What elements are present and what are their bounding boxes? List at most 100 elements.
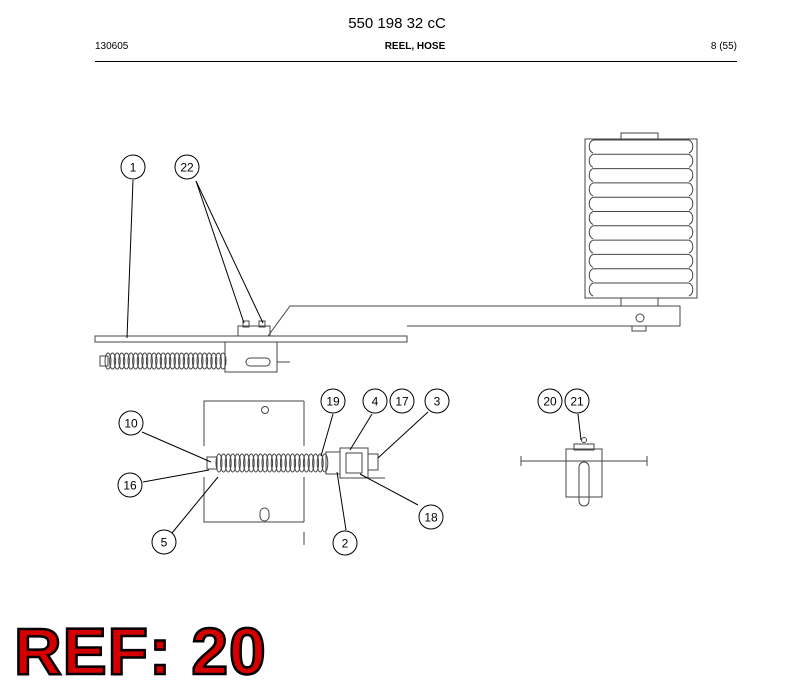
callout-circle — [564, 388, 590, 414]
side-bracket-top — [573, 443, 595, 451]
bracket-slot — [245, 357, 271, 367]
spring-coil — [229, 453, 237, 473]
callout-circle — [120, 154, 146, 180]
spring-coil — [141, 352, 149, 370]
spring-coil — [150, 352, 158, 370]
reference-label: REF: 20 — [13, 614, 267, 688]
spring-top — [99, 352, 227, 370]
side-roller — [578, 461, 590, 507]
spring-coil — [220, 453, 228, 473]
side-bolt — [581, 437, 587, 443]
callout-label: 2 — [342, 537, 349, 551]
hose-coil-right — [688, 196, 694, 211]
leader-line — [195, 180, 264, 324]
hose-coil-left — [588, 182, 594, 197]
plate-slot — [259, 507, 270, 522]
leader-line — [577, 413, 582, 441]
spring-end-nut — [99, 355, 109, 367]
hose-coil-left — [588, 225, 594, 240]
leader-line — [171, 476, 219, 534]
leader-line — [359, 473, 419, 506]
bracket — [224, 342, 278, 373]
spring-coil — [132, 352, 140, 370]
spring-coil — [109, 352, 117, 370]
spring-coil — [210, 352, 218, 370]
callout-circle — [151, 529, 177, 555]
callout-1: 1 — [120, 154, 146, 180]
page-number: 8 (55) — [710, 41, 737, 52]
spring-coil — [178, 352, 186, 370]
reel-top-cap — [620, 132, 659, 140]
leader-line — [142, 469, 210, 483]
callout-circle — [117, 472, 143, 498]
spring-coil — [238, 453, 246, 473]
callout-circle — [320, 388, 346, 414]
spring-coil — [312, 453, 320, 473]
spring-coil — [275, 453, 283, 473]
callout-label: 16 — [123, 479, 137, 493]
callout-20: 20 — [537, 388, 563, 414]
spring-coil — [136, 352, 144, 370]
spring-coil — [270, 453, 278, 473]
swing-arm — [267, 305, 681, 337]
mounting-arm — [94, 305, 681, 373]
hose-coil-right — [688, 225, 694, 240]
spring-coil — [104, 352, 112, 370]
date-code: 130605 — [95, 41, 129, 52]
callout-10: 10 — [118, 410, 144, 436]
spring-coil — [279, 453, 287, 473]
spring-coil — [247, 453, 255, 473]
side-view — [520, 437, 648, 507]
spring-coil — [266, 453, 274, 473]
callout-label: 20 — [543, 395, 557, 409]
hose-coil-right — [688, 268, 694, 283]
callout-label: 3 — [434, 395, 441, 409]
spring-coil — [233, 453, 241, 473]
reel-drum — [584, 138, 698, 299]
hose-coil-left — [588, 196, 594, 211]
callout-label: 1 — [130, 161, 137, 175]
callout-22: 22 — [174, 154, 200, 180]
spring-end-nut — [206, 456, 218, 470]
callout-label: 21 — [570, 395, 584, 409]
spring-coil — [256, 453, 264, 473]
clamp-block — [237, 325, 271, 337]
spring-coil — [173, 352, 181, 370]
hose-coil-left — [588, 253, 594, 268]
spring-coil — [252, 453, 260, 473]
plate-outline-upper — [203, 400, 304, 446]
spring-coil — [316, 453, 324, 473]
callout-16: 16 — [117, 472, 143, 498]
callout-3: 3 — [424, 388, 450, 414]
spring-coil — [113, 352, 121, 370]
spring-coil — [122, 352, 130, 370]
spring-coil — [182, 352, 190, 370]
callout-label: 22 — [180, 161, 194, 175]
spring-coil — [164, 352, 172, 370]
section-title: REEL, HOSE — [384, 41, 446, 52]
spring-coil — [118, 352, 126, 370]
spring-coil — [261, 453, 269, 473]
leader-line — [377, 411, 429, 459]
spring-coil — [243, 453, 251, 473]
callout-2: 2 — [332, 530, 358, 556]
hose-coil-right — [688, 211, 694, 225]
spring-coil — [224, 453, 232, 473]
spring-coil — [321, 453, 329, 473]
spring-coil — [215, 453, 223, 473]
callout-label: 17 — [395, 395, 409, 409]
callout-circle — [362, 388, 388, 414]
roller — [345, 452, 363, 474]
spring-coil — [289, 453, 297, 473]
spring-coil — [159, 352, 167, 370]
callout-18: 18 — [418, 504, 444, 530]
callout-label: 5 — [161, 536, 168, 550]
hose-reel — [584, 132, 698, 307]
parts-drawing — [94, 132, 698, 545]
spring-coil — [155, 352, 163, 370]
callout-5: 5 — [151, 529, 177, 555]
leader-line — [195, 180, 245, 324]
lower-assembly — [203, 400, 385, 545]
callout-circle — [389, 388, 415, 414]
spring-coil — [187, 352, 195, 370]
